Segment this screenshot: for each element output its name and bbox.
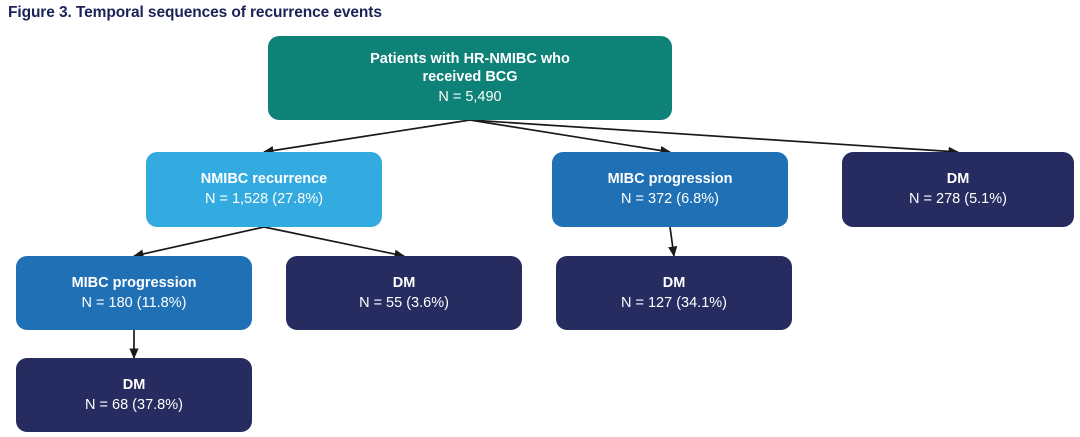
flowchart-node-mibc-progression-direct: MIBC progression N = 372 (6.8%): [552, 152, 788, 227]
node-count: N = 1,528 (27.8%): [204, 191, 324, 207]
node-count: N = 5,490: [438, 88, 502, 105]
flowchart-node-dm-after-mibc-direct: DM N = 127 (34.1%): [556, 256, 792, 330]
flowchart-node-dm-after-mibc-after-nmibc: DM N = 68 (37.8%): [16, 358, 252, 432]
flowchart-arrow-cohort-to-dm-direct: [469, 119, 960, 156]
flowchart-node-mibc-after-nmibc: MIBC progression N = 180 (11.8%): [16, 256, 252, 330]
node-count: N = 127 (34.1%): [621, 294, 727, 311]
flowchart-arrow-mibc-progression-direct-to-dm-after-mibc-direct: [668, 226, 678, 258]
node-label: MIBC progression: [607, 171, 733, 188]
flowchart-node-dm-direct: DM N = 278 (5.1%): [842, 152, 1074, 227]
flowchart-arrow-cohort-to-nmibc-recurrence: [262, 119, 471, 156]
flowchart-node-cohort: Patients with HR-NMIBC who received BCG N…: [268, 36, 672, 120]
flowchart-node-nmibc-recurrence: NMIBC recurrence N = 1,528 (27.8%): [146, 152, 382, 227]
node-label: DM: [946, 171, 970, 188]
node-label: MIBC progression: [71, 274, 197, 291]
figure-title: Figure 3. Temporal sequences of recurren…: [8, 4, 382, 21]
node-count: N = 55 (3.6%): [359, 294, 449, 311]
node-count: N = 372 (6.8%): [621, 191, 719, 207]
node-label: DM: [662, 274, 686, 291]
node-label: Patients with HR-NMIBC who received BCG: [370, 50, 570, 86]
flowchart-arrow-cohort-to-mibc-progression-direct: [469, 119, 672, 156]
flowchart-arrow-nmibc-recurrence-to-mibc-after-nmibc: [133, 226, 265, 259]
node-label: DM: [122, 376, 146, 393]
node-label: NMIBC recurrence: [200, 171, 328, 188]
node-count: N = 68 (37.8%): [85, 396, 183, 413]
node-count: N = 180 (11.8%): [81, 294, 187, 311]
node-count: N = 278 (5.1%): [909, 191, 1007, 207]
node-label: DM: [392, 274, 416, 291]
flowchart-node-dm-after-nmibc: DM N = 55 (3.6%): [286, 256, 522, 330]
flowchart-arrow-nmibc-recurrence-to-dm-after-nmibc: [263, 226, 405, 259]
